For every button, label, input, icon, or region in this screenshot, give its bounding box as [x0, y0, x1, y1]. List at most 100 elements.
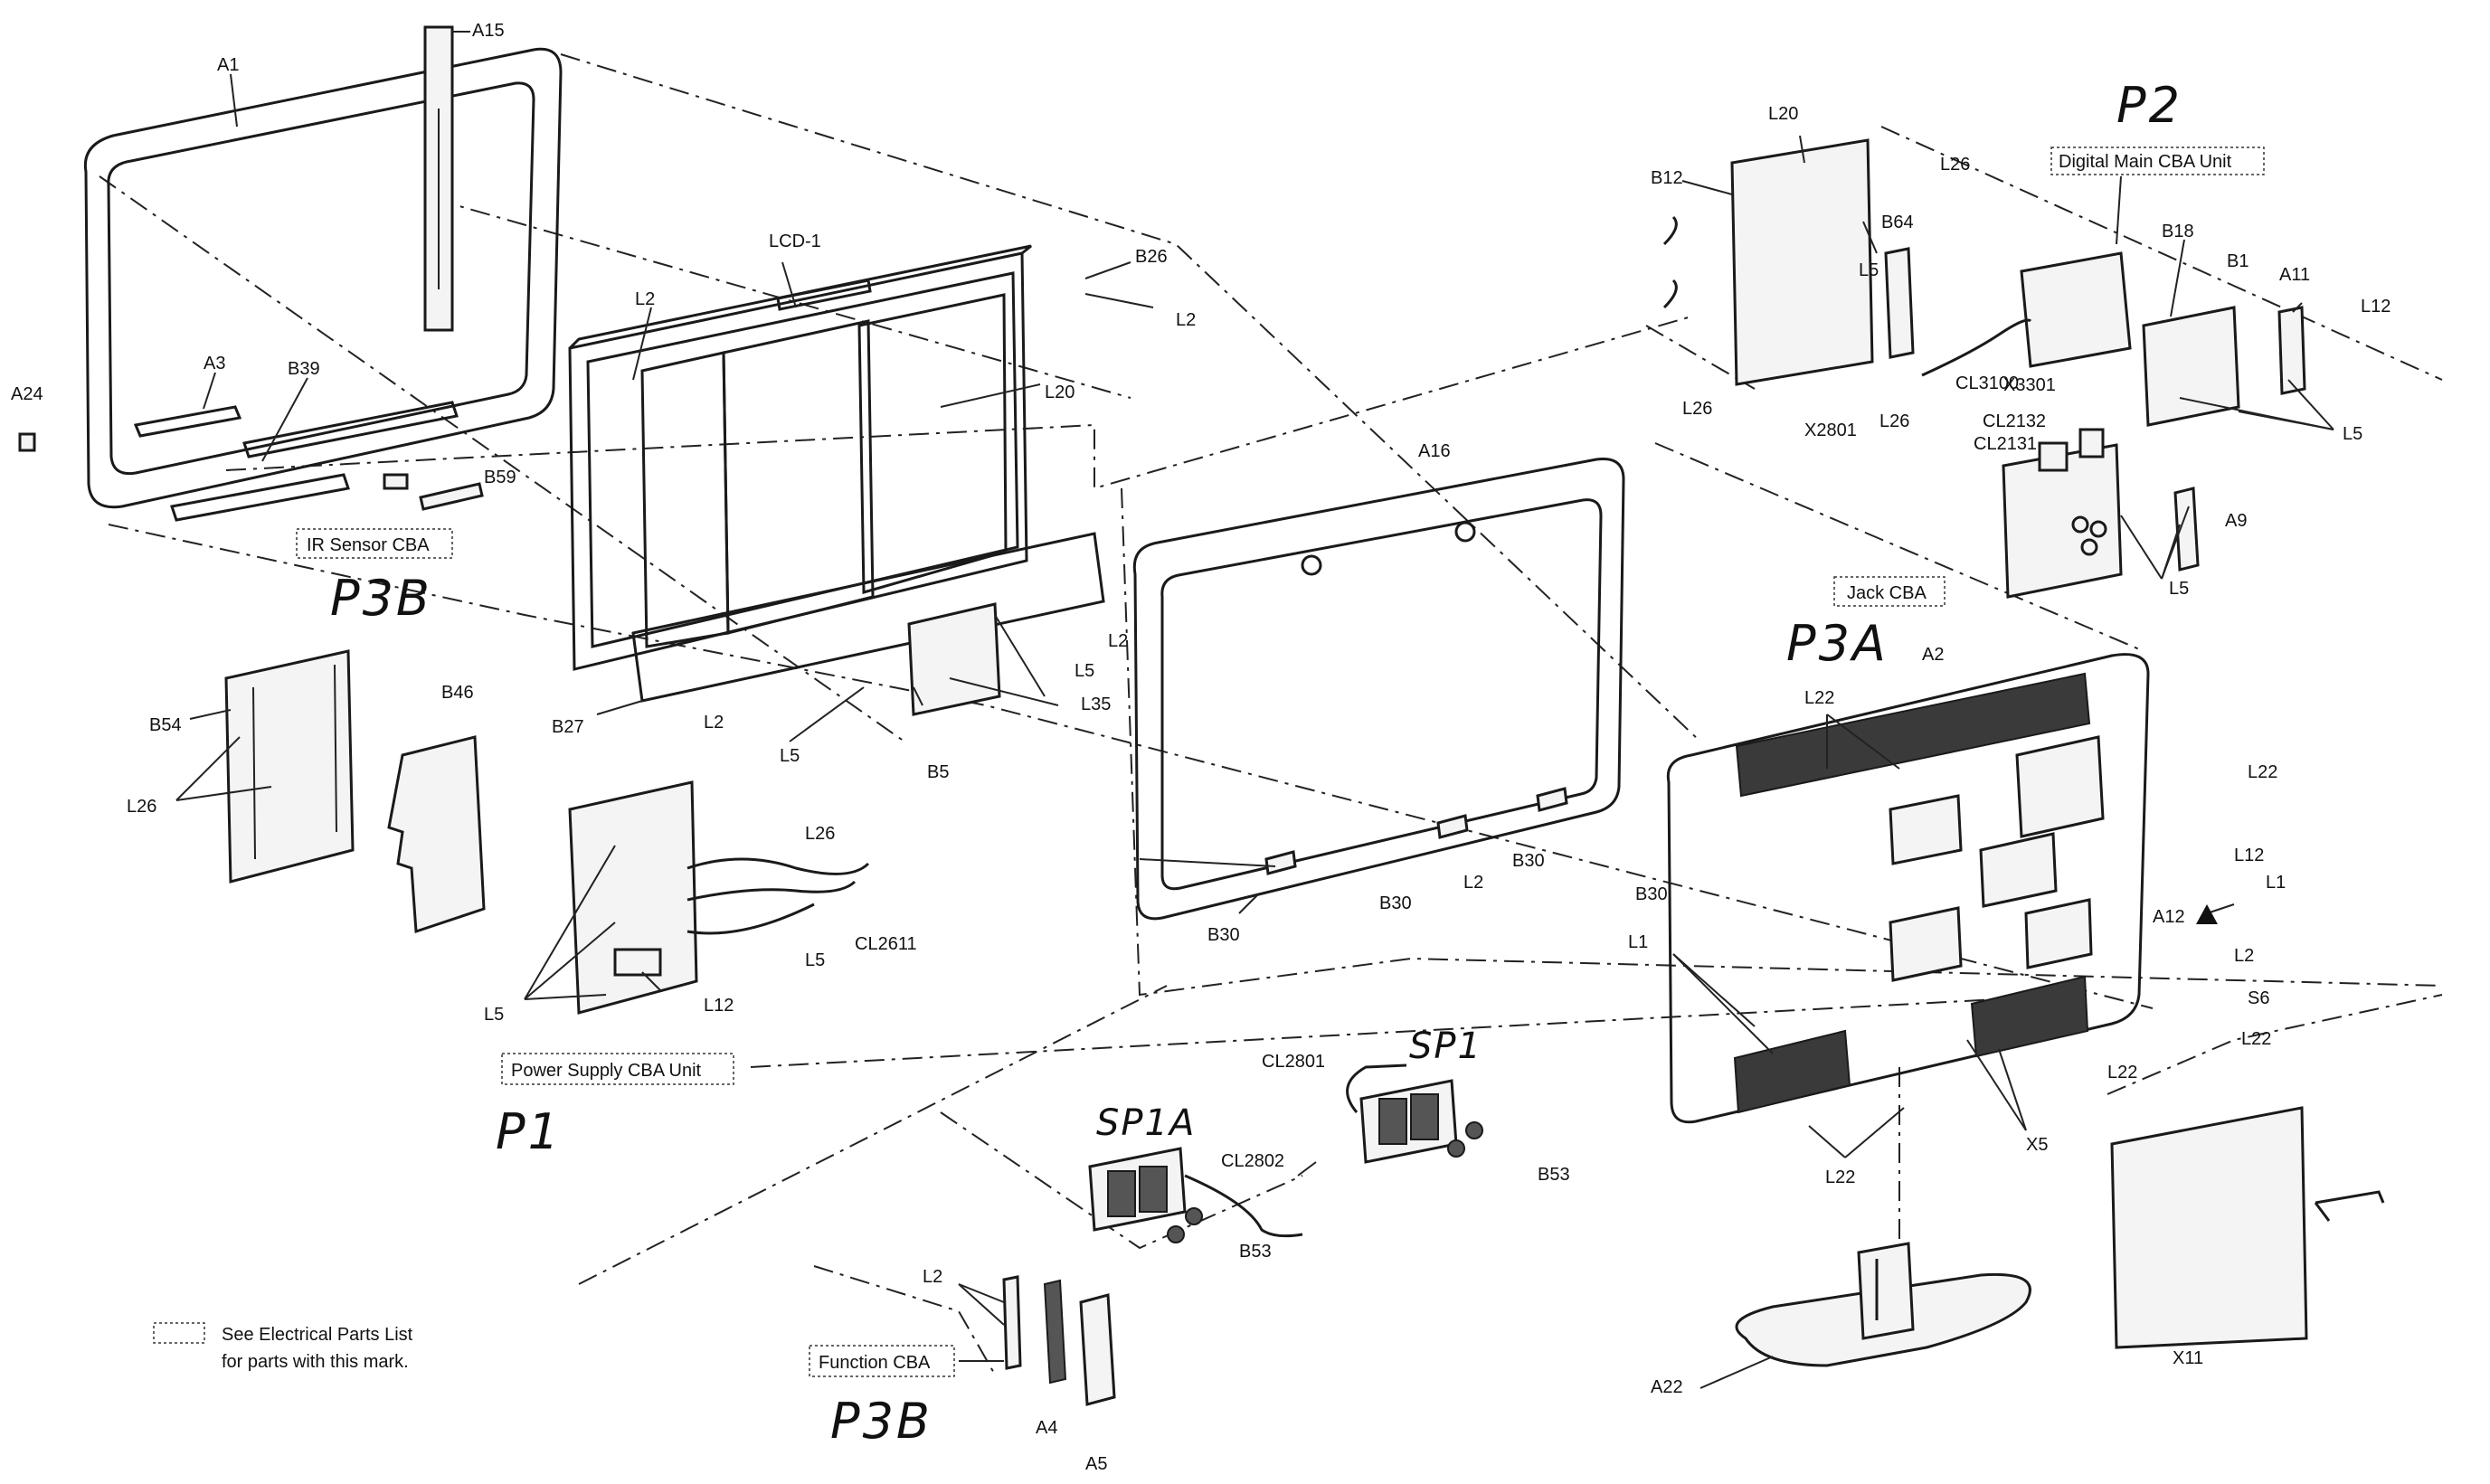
label-b18: B18	[2162, 222, 2194, 241]
part-number-labels: A1 A15 A24 A3 B39 B59 LCD-1 B26 L2 L2 L2…	[11, 21, 2391, 1474]
label-a16: A16	[1418, 441, 1451, 461]
legend: See Electrical Parts List for parts with…	[153, 1322, 413, 1372]
label-l2-g: L2	[923, 1267, 942, 1287]
ir-sensor-cba-label: IR Sensor CBA	[307, 535, 430, 555]
handwritten-sp1: SP1	[1409, 1026, 1482, 1067]
label-b39: B39	[288, 359, 320, 379]
label-a9: A9	[2225, 511, 2247, 531]
label-l20-a: L20	[1045, 383, 1075, 402]
label-l5-g: L5	[2169, 579, 2189, 599]
digital-main-board	[1662, 138, 2306, 427]
label-cl2801: CL2801	[1262, 1052, 1325, 1072]
label-l2-b: L2	[635, 289, 655, 309]
label-s6: S6	[2248, 988, 2269, 1008]
label-b30-b: B30	[1635, 884, 1668, 904]
speaker-sp1a	[1088, 1147, 1303, 1243]
label-b5: B5	[927, 762, 949, 782]
label-a12: A12	[2153, 907, 2185, 927]
label-b53-b: B53	[1239, 1242, 1272, 1262]
label-l26-b: L26	[805, 824, 835, 844]
label-a15: A15	[472, 21, 505, 41]
label-b46: B46	[441, 683, 474, 703]
label-l5-e: L5	[1859, 260, 1879, 280]
label-b26: B26	[1135, 247, 1168, 267]
middle-frame-a16	[1132, 457, 1625, 921]
label-l26-c: L26	[1940, 155, 1970, 175]
label-l1-a: L1	[2266, 873, 2286, 893]
label-l20-b: L20	[1768, 104, 1798, 124]
handwritten-sp1a: SP1A	[1096, 1102, 1196, 1144]
label-a1: A1	[217, 55, 239, 75]
label-a5: A5	[1085, 1454, 1107, 1474]
handwritten-p3b-top: P3B	[330, 570, 432, 627]
label-l22-a: L22	[1804, 688, 1834, 708]
label-l35: L35	[1081, 695, 1111, 714]
power-supply-board	[568, 780, 870, 1015]
label-cl2132: CL2132	[1983, 411, 2046, 431]
label-l5-d: L5	[484, 1005, 504, 1025]
label-l22-c: L22	[2241, 1029, 2271, 1049]
label-b30-d: B30	[1207, 925, 1240, 945]
front-bezel-a1	[18, 25, 563, 522]
label-cl2611: CL2611	[855, 934, 917, 954]
label-cl2131: CL2131	[1974, 434, 2037, 454]
label-l22-e: L22	[1825, 1167, 1855, 1187]
label-a22: A22	[1651, 1377, 1683, 1397]
label-b64: B64	[1881, 213, 1914, 232]
shield-plate-b46	[387, 735, 486, 934]
warning-triangle-icon	[2196, 904, 2218, 924]
label-l2-f: L2	[2234, 946, 2254, 966]
label-lcd1: LCD-1	[769, 232, 821, 251]
label-l5-c: L5	[805, 950, 825, 970]
label-x11: X11	[2173, 1348, 2203, 1368]
label-l2-d: L2	[1108, 631, 1128, 651]
label-b1: B1	[2227, 251, 2249, 271]
legend-line-1: See Electrical Parts List	[222, 1325, 413, 1345]
digital-main-cba-label: Digital Main CBA Unit	[2059, 152, 2232, 172]
label-l12-c: L12	[2234, 846, 2264, 865]
label-l26-e: L26	[1879, 411, 1909, 431]
rear-bracket-b54	[224, 649, 355, 884]
label-x5: X5	[2026, 1135, 2048, 1155]
rear-cabinet-a2	[1666, 653, 2150, 1124]
handwritten-p1: P1	[496, 1103, 562, 1160]
label-b53-a: B53	[1538, 1165, 1570, 1185]
label-b27: B27	[552, 717, 584, 737]
label-a2: A2	[1922, 645, 1944, 665]
label-l2-a: L2	[1176, 310, 1196, 330]
label-l2-e: L2	[1463, 873, 1483, 893]
label-a11: A11	[2279, 265, 2310, 285]
handwritten-p3b-bottom: P3B	[830, 1393, 933, 1450]
function-cba-label: Function CBA	[819, 1353, 931, 1373]
handwritten-annotations: P2 P3B P3A P1 SP1 SP1A P3B	[330, 77, 2180, 1450]
label-x3301: X3301	[2003, 375, 2056, 395]
label-l2-c: L2	[704, 713, 724, 733]
label-l1-b: L1	[1628, 932, 1648, 952]
boxed-labels: IR Sensor CBA Digital Main CBA Unit Jack…	[296, 147, 2265, 1377]
label-l26-a: L26	[127, 797, 156, 817]
label-a24: A24	[11, 384, 43, 404]
label-l12-a: L12	[704, 996, 734, 1016]
manual-x11	[2110, 1106, 2385, 1349]
handwritten-p3a: P3A	[1786, 615, 1889, 672]
label-b30-c: B30	[1379, 893, 1412, 913]
function-board-parts	[1002, 1275, 1116, 1406]
label-cl3100: CL3100	[1955, 373, 2019, 393]
label-l5-b: L5	[1075, 661, 1094, 681]
label-b12: B12	[1651, 168, 1683, 188]
label-a3: A3	[204, 354, 225, 373]
label-b54: B54	[149, 715, 182, 735]
power-supply-cba-label: Power Supply CBA Unit	[511, 1061, 702, 1081]
lcd-panel-chassis	[568, 244, 1105, 716]
label-l5-f: L5	[2343, 424, 2362, 444]
label-x2801: X2801	[1804, 421, 1857, 440]
label-b59: B59	[484, 468, 516, 487]
leader-lines	[175, 31, 2334, 1389]
jack-board	[2002, 428, 2200, 599]
label-l5-a: L5	[780, 746, 800, 766]
label-a4: A4	[1036, 1418, 1057, 1438]
jack-cba-label: Jack CBA	[1847, 583, 1927, 603]
stand-a22	[1735, 1242, 2031, 1367]
label-l22-d: L22	[2107, 1063, 2137, 1082]
